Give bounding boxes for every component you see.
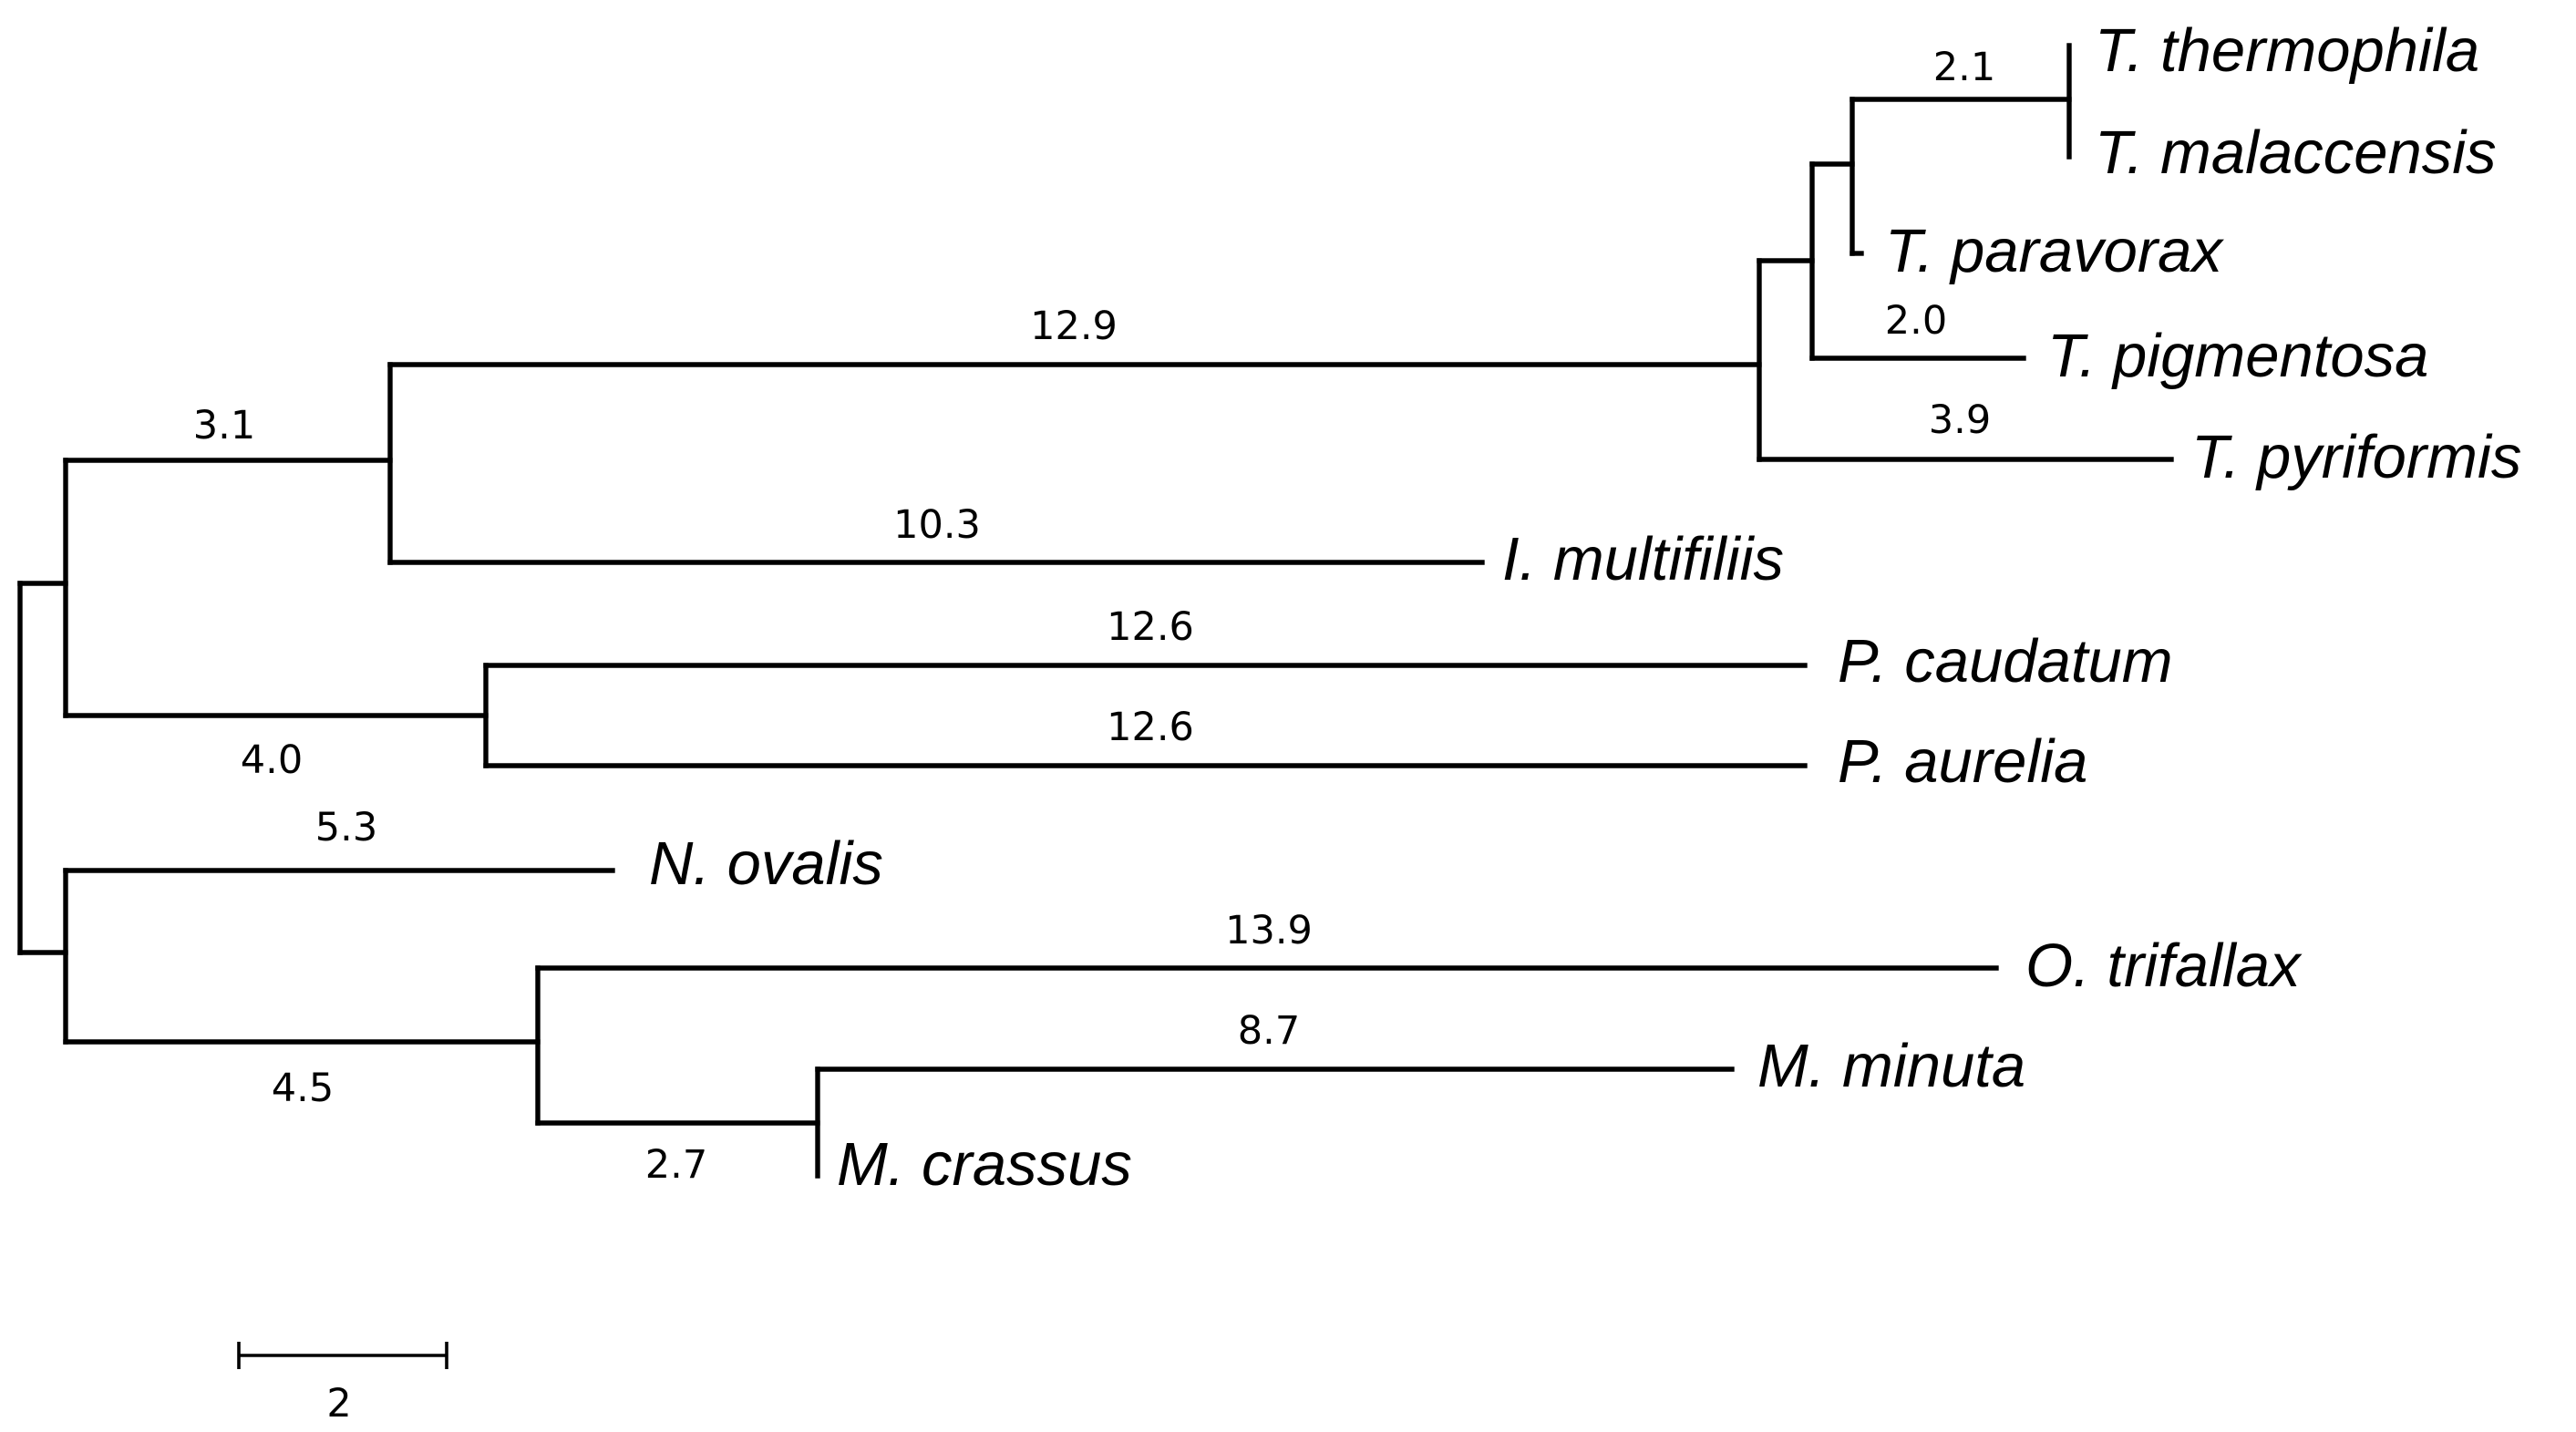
branch-length-label: 5.3 [315,805,377,850]
branch-length-label: 8.7 [1238,1008,1300,1054]
taxon-label: T. pyriformis [2191,423,2521,491]
branch-length-label: 4.5 [272,1066,334,1111]
branch-length-label: 12.6 [1107,705,1194,750]
branch-length-label: 3.1 [193,403,255,448]
branch-length-label: 2.0 [1885,298,1947,344]
branch-length-label: 2.7 [645,1142,707,1188]
branch-length-label: 4.0 [241,737,303,783]
taxon-label: N. ovalis [649,829,883,898]
branch-length-label: 12.6 [1107,604,1194,650]
taxon-label: T. thermophila [2095,16,2479,85]
branch-length-label: 3.9 [1929,397,1991,443]
taxon-label: M. minuta [1757,1032,2025,1100]
taxon-label: O. trifallax [2025,932,2303,1000]
taxon-label: T. paravorax [1885,217,2224,285]
taxon-label: P. caudatum [1838,627,2173,695]
branch-length-label: 10.3 [893,502,981,548]
taxon-label: I. multifiliis [1502,525,1784,593]
taxon-label: M. crassus [837,1130,1132,1199]
branch-length-label: 13.9 [1225,908,1313,953]
taxon-label: P. aurelia [1838,727,2087,796]
branch-length-label: 12.9 [1030,304,1118,349]
scale-bar-label: 2 [326,1381,351,1427]
scale-bar: 2 [237,1342,448,1427]
branch-length-label: 2.1 [1933,45,1995,90]
taxon-label: T. malaccensis [2095,118,2497,187]
taxon-label: T. pigmentosa [2047,322,2428,390]
